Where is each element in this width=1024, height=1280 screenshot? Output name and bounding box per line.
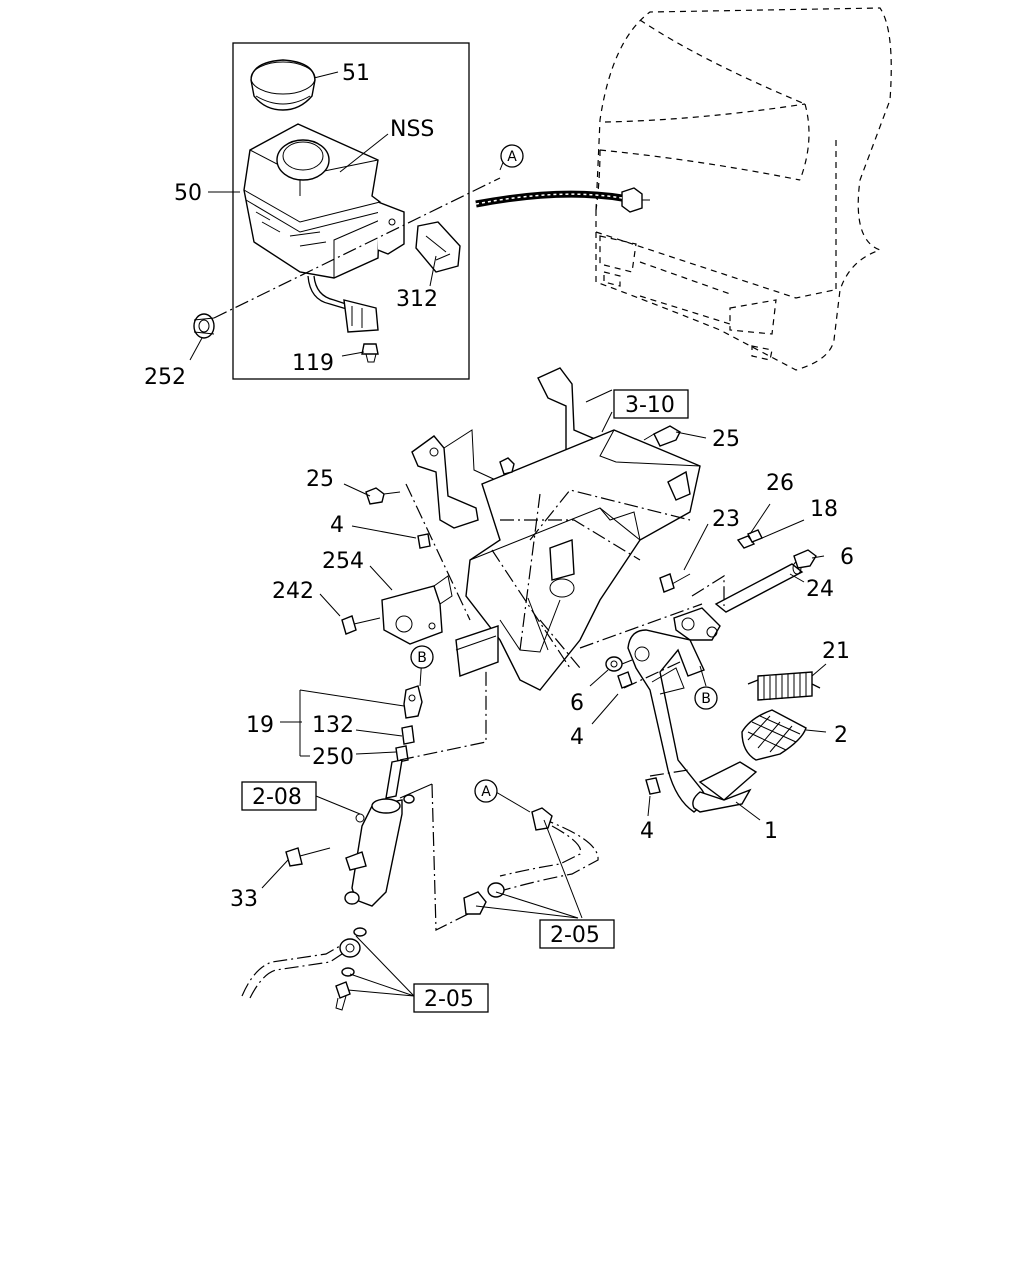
- callout-26: 26: [766, 471, 794, 496]
- callout-21: 21: [822, 639, 850, 664]
- callout-33: 33: [230, 887, 258, 912]
- level-sensor-connector: [307, 275, 379, 363]
- clutch-pedal-arm: [539, 529, 821, 813]
- callout-242: 242: [272, 579, 314, 604]
- mounting-clip: [415, 221, 461, 273]
- marker-b-right: B: [694, 686, 718, 710]
- marker-a-lower-label: A: [481, 784, 491, 800]
- callout-50: 50: [174, 181, 202, 206]
- inset-leaders: [189, 71, 505, 361]
- callout-254: 254: [322, 549, 364, 574]
- reservoir-tank: [243, 123, 405, 279]
- location-arrow: [475, 190, 623, 208]
- callout-4-middle: 4: [570, 725, 584, 750]
- ref-2-05-upper-label[interactable]: 2-05: [550, 923, 600, 948]
- callout-4-lower-right: 4: [640, 819, 654, 844]
- callout-6-middle: 6: [570, 691, 584, 716]
- callout-119: 119: [292, 351, 334, 376]
- pedal-bracket: [381, 367, 701, 691]
- ref-2-05-lower-label[interactable]: 2-05: [424, 987, 474, 1012]
- hoses: [241, 807, 599, 1011]
- callout-nss: NSS: [390, 117, 434, 142]
- leader-lines: [261, 389, 827, 997]
- marker-a-top-label: A: [507, 149, 517, 165]
- ref-box-2-08[interactable]: [241, 781, 317, 811]
- ref-2-08-label[interactable]: 2-08: [252, 785, 302, 810]
- truck-cab-outline: [595, 7, 892, 371]
- marker-a-lower: A: [474, 779, 498, 803]
- callout-18: 18: [810, 497, 838, 522]
- callout-51: 51: [342, 61, 370, 86]
- callout-25-upper: 25: [712, 427, 740, 452]
- ref-box-2-05-upper[interactable]: [539, 919, 615, 949]
- marker-b-left-label: B: [417, 650, 427, 666]
- ref-3-10-label[interactable]: 3-10: [625, 393, 675, 418]
- callout-312: 312: [396, 287, 438, 312]
- callout-6-right: 6: [840, 545, 854, 570]
- callout-25-left: 25: [306, 467, 334, 492]
- ref-box-2-05-lower[interactable]: [413, 983, 489, 1013]
- reservoir-inset: [193, 42, 501, 380]
- ref-box-3-10[interactable]: [613, 389, 689, 419]
- callout-252: 252: [144, 365, 186, 390]
- callout-4-upper: 4: [330, 513, 344, 538]
- callout-132: 132: [312, 713, 354, 738]
- master-cylinder: [285, 668, 487, 931]
- callout-19: 19: [246, 713, 274, 738]
- marker-b-left: B: [410, 645, 434, 669]
- location-arrow-hatch: [475, 193, 623, 205]
- callout-23: 23: [712, 507, 740, 532]
- reservoir-cap: [250, 59, 316, 111]
- bracket-fasteners: [341, 425, 691, 635]
- flange-nut: [193, 313, 215, 339]
- callout-24: 24: [806, 577, 834, 602]
- callout-labels: 51 NSS 50 312 252 119 3-10 25 25 4 254 2…: [144, 61, 854, 1012]
- callout-2: 2: [834, 723, 848, 748]
- marker-a-top: A: [500, 144, 524, 168]
- callout-250: 250: [312, 745, 354, 770]
- callout-1: 1: [764, 819, 778, 844]
- marker-b-right-label: B: [701, 691, 711, 707]
